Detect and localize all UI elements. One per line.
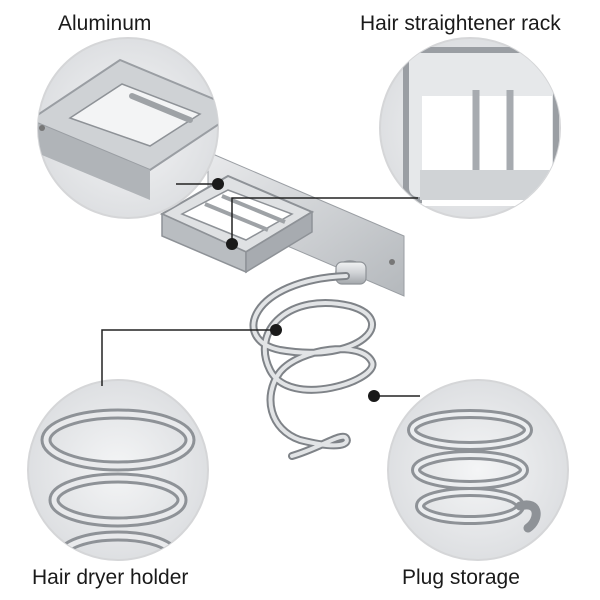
main-product — [159, 151, 405, 460]
label-aluminum: Aluminum — [58, 12, 152, 35]
label-straightener-rack: Hair straightener rack — [360, 12, 561, 35]
leader-dot-icon — [270, 324, 282, 336]
leader-lines — [101, 183, 420, 397]
label-plug-storage: Plug storage — [402, 566, 520, 589]
callout-rack-icon — [379, 37, 561, 219]
leader-dot-icon — [226, 238, 238, 250]
callout-aluminum-icon — [37, 37, 219, 219]
callout-plug-icon — [387, 379, 569, 561]
label-dryer-holder: Hair dryer holder — [32, 566, 189, 589]
leader-dot-icon — [368, 390, 380, 402]
leader-dots — [212, 178, 380, 402]
callout-dryer-icon — [27, 379, 209, 561]
leader-dot-icon — [212, 178, 224, 190]
